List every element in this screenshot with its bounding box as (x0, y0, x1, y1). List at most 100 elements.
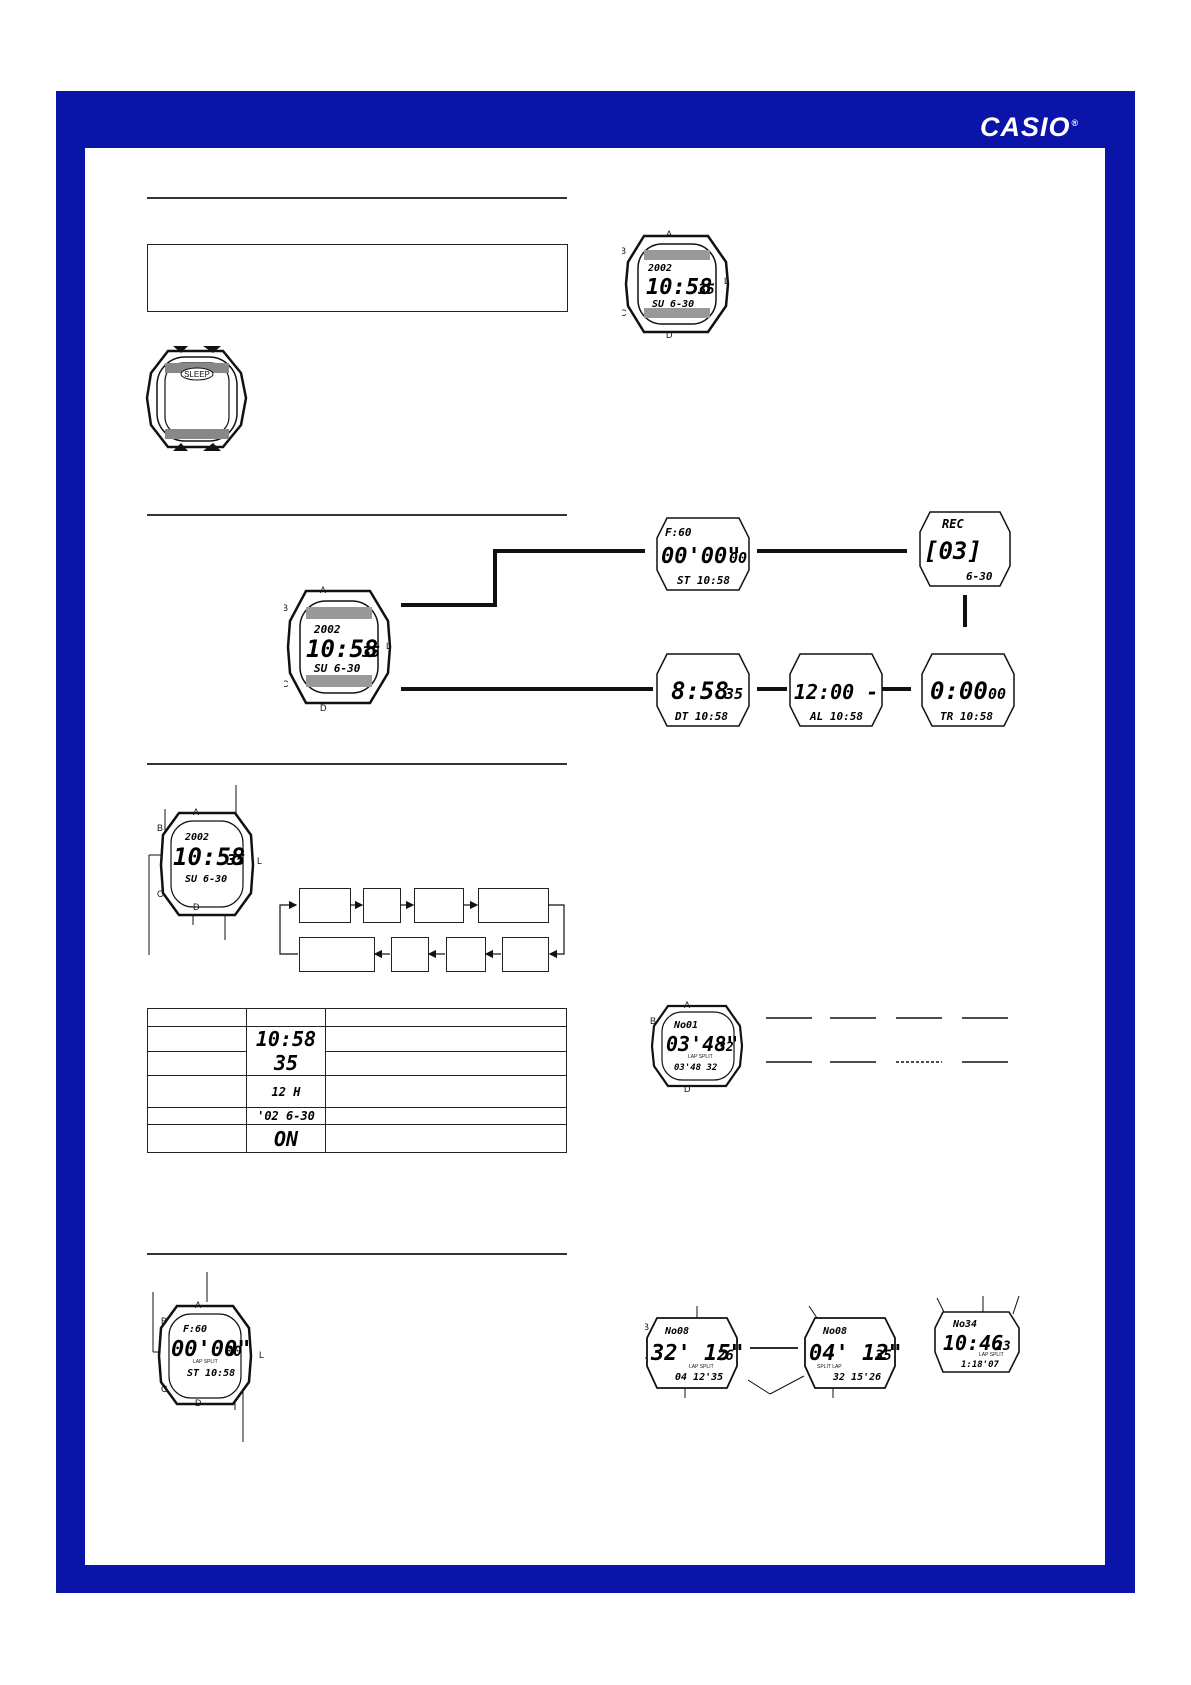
sleep-badge: SLEEP (184, 370, 210, 379)
svg-text:D: D (684, 1084, 691, 1092)
svg-text:2002: 2002 (647, 263, 672, 274)
svg-text:L: L (724, 276, 729, 286)
svg-text:ST 10:58: ST 10:58 (677, 574, 730, 587)
svg-text:B: B (622, 246, 626, 256)
lap-example-1: No08 32' 15" 26 LAP SPLIT 04 12'35 B (645, 1306, 744, 1398)
recall-data-lines (766, 1017, 1008, 1063)
timekeeping-watch-icon: 2002 10:58 35 SU 6-30 A B C D L (622, 229, 730, 340)
lap-example-2: No08 04' 12" 35 SPLIT LAP 32 15'26 (804, 1305, 902, 1398)
svg-text:B: B (157, 823, 163, 833)
svg-text:No34: No34 (952, 1319, 977, 1330)
section-rule (147, 514, 567, 516)
casio-logo: CASIO® (980, 112, 1080, 142)
svg-text:32' 15": 32' 15" (650, 1341, 744, 1366)
svg-text:L: L (257, 856, 262, 866)
svg-text:[03]: [03] (924, 537, 982, 565)
table-row: 10:58 35 (147, 1026, 567, 1076)
svg-text:8:58: 8:58 (671, 677, 729, 705)
timekeeping-section-watch-icon: 2002 10:58 35 SU 6-30 A B C D L (148, 785, 262, 955)
svg-text:ST 10:58: ST 10:58 (187, 1368, 235, 1379)
svg-text:1:18'07: 1:18'07 (961, 1360, 1000, 1370)
svg-text:No08: No08 (664, 1326, 689, 1337)
recall-watch-icon: No01 03'48" 32 LAP SPLIT 03'48 32 A B D (650, 1000, 744, 1092)
svg-text:03'48 32: 03'48 32 (674, 1063, 717, 1073)
sleep-watch-icon: SLEEP (145, 346, 248, 451)
svg-text:AL 10:58: AL 10:58 (809, 710, 863, 723)
svg-text:SU 6-30: SU 6-30 (314, 662, 361, 675)
svg-text:6-30: 6-30 (966, 570, 993, 583)
svg-text:04 12'35: 04 12'35 (675, 1372, 723, 1383)
svg-text:B: B (645, 1322, 649, 1332)
flow-box (391, 937, 429, 972)
flow-arrows (279, 900, 565, 959)
svg-text:10:46: 10:46 (943, 1331, 1003, 1355)
svg-text:LAP SPLIT: LAP SPLIT (689, 1364, 714, 1370)
svg-text:L: L (386, 641, 391, 651)
recall-screen: REC [03] 6-30 (919, 511, 1011, 587)
note-box (147, 244, 568, 312)
svg-text:D: D (193, 902, 200, 912)
svg-text:35: 35 (724, 685, 743, 703)
svg-text:23: 23 (994, 1339, 1011, 1354)
svg-text:32: 32 (717, 1040, 734, 1055)
table-row: ON (147, 1124, 567, 1153)
svg-text:A: A (193, 807, 199, 817)
stopwatch-screen: F:60 00'00" 00 ST 10:58 (656, 517, 750, 591)
svg-text:SU 6-30: SU 6-30 (652, 299, 694, 310)
svg-text:A: A (684, 1000, 690, 1010)
svg-text:B: B (161, 1316, 167, 1326)
svg-text:12:00 - 1: 12:00 - 1 (794, 680, 884, 704)
table-row (147, 1008, 567, 1027)
lap-example-3: No34 10:46 23 LAP SPLIT 1:18'07 (934, 1296, 1020, 1373)
svg-text:No08: No08 (822, 1326, 847, 1337)
section-rule (147, 1253, 567, 1255)
svg-text:2002: 2002 (313, 623, 341, 636)
svg-text:C: C (622, 308, 627, 318)
svg-text:F:60: F:60 (183, 1324, 207, 1335)
svg-text:D: D (666, 330, 673, 340)
svg-text:00: 00 (729, 549, 747, 567)
svg-text:10:58: 10:58 (646, 275, 712, 300)
svg-text:C: C (284, 679, 289, 689)
svg-text:10:58: 10:58 (173, 843, 245, 871)
svg-text:F:60: F:60 (665, 526, 692, 539)
svg-text:D: D (320, 703, 327, 713)
svg-text:10:58: 10:58 (306, 635, 378, 663)
svg-text:26: 26 (716, 1348, 734, 1364)
flow-box (299, 888, 351, 923)
svg-text:No01: No01 (673, 1020, 698, 1031)
svg-text:03'48": 03'48" (666, 1032, 738, 1056)
svg-text:LAP SPLIT: LAP SPLIT (688, 1054, 713, 1060)
mode-connectors (401, 549, 967, 691)
svg-text:B: B (284, 603, 288, 613)
svg-text:00: 00 (225, 1344, 242, 1360)
flow-box (446, 937, 486, 972)
svg-text:DT 10:58: DT 10:58 (674, 710, 728, 723)
svg-text:L: L (259, 1350, 264, 1360)
mode-watch-icon: 2002 10:58 35 SU 6-30 A B C D L (284, 585, 392, 713)
dual-time-screen: 8:58 35 DT 10:58 (656, 653, 750, 727)
table-row: 12 H (147, 1075, 567, 1108)
svg-text:00'00": 00'00" (171, 1337, 250, 1362)
svg-text:D: D (195, 1398, 202, 1408)
svg-text:35: 35 (361, 643, 380, 661)
svg-text:35: 35 (874, 1348, 892, 1364)
table-row: '02 6-30 (147, 1107, 567, 1125)
svg-text:LAP SPLIT: LAP SPLIT (193, 1359, 218, 1365)
svg-text:00'00": 00'00" (661, 544, 740, 569)
svg-text:00: 00 (988, 685, 1006, 703)
svg-text:REC: REC (942, 517, 964, 531)
timer-screen: 0:00 00 TR 10:58 (921, 653, 1015, 727)
lap-connector (748, 1347, 805, 1395)
svg-text:32 15'26: 32 15'26 (832, 1372, 881, 1383)
svg-text:A: A (320, 585, 326, 595)
stopwatch-watch-icon: F:60 00'00" 00 LAP SPLIT ST 10:58 A B C … (152, 1272, 264, 1442)
svg-text:04' 12": 04' 12" (809, 1341, 902, 1366)
svg-text:SU 6-30: SU 6-30 (185, 874, 227, 885)
svg-text:2002: 2002 (184, 832, 209, 843)
section-rule (147, 197, 567, 199)
table-row (147, 1050, 567, 1076)
svg-text:LAP SPLIT: LAP SPLIT (979, 1352, 1004, 1358)
svg-text:A: A (666, 229, 672, 239)
flow-box (414, 888, 464, 923)
